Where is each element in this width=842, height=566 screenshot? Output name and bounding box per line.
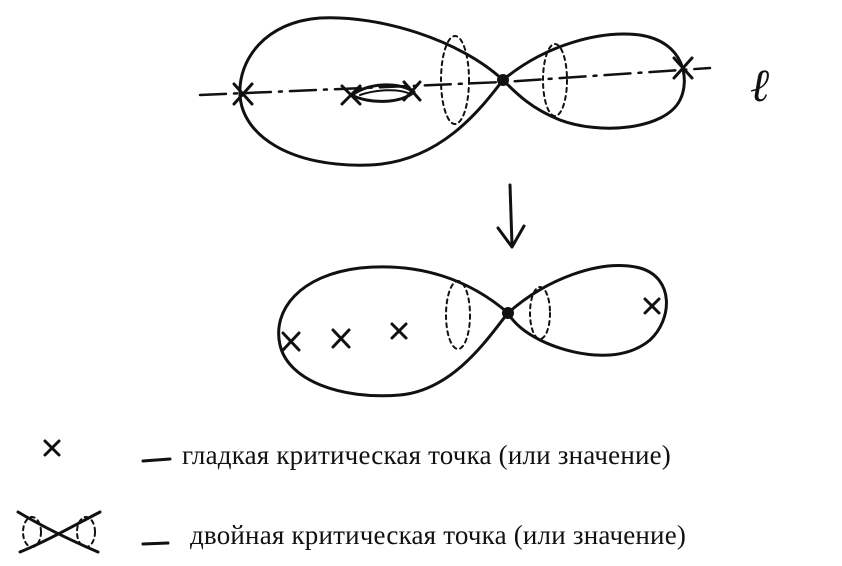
legend-double-dash xyxy=(141,541,170,546)
top-cross-lens-right xyxy=(402,80,422,102)
bottom-cross-4 xyxy=(643,297,661,315)
top-cross-lens-left xyxy=(340,84,362,106)
top-dotted-ellipse-left xyxy=(440,35,470,125)
legend-double-text: двойная критическая точка (или значение) xyxy=(190,520,687,550)
top-left-lobe xyxy=(238,16,505,167)
legend-smooth-dash xyxy=(141,457,172,463)
top-right-lobe xyxy=(501,32,686,130)
top-lens-inner xyxy=(359,89,409,96)
bottom-cross-2 xyxy=(331,328,351,349)
bottom-cross-3 xyxy=(390,322,408,340)
bottom-saddle-point xyxy=(502,307,514,319)
bottom-figure xyxy=(277,264,668,398)
top-dotted-ellipse-right xyxy=(542,43,568,117)
bottom-dotted-ellipse-left xyxy=(445,280,471,350)
legend-double-point-icon xyxy=(16,510,102,554)
top-cross-left xyxy=(232,82,254,106)
bottom-dotted-ellipse-right xyxy=(529,286,551,340)
legend-smooth-cross-icon xyxy=(43,439,61,457)
legend-smooth-text: гладкая критическая точка (или значение) xyxy=(182,440,671,470)
bottom-right-lobe xyxy=(506,264,668,357)
top-saddle-point xyxy=(497,74,509,86)
down-arrow-icon xyxy=(496,183,526,249)
bottom-cross-1 xyxy=(281,331,301,352)
line-l xyxy=(198,66,712,97)
top-cross-right xyxy=(672,56,694,80)
top-figure xyxy=(198,16,712,167)
line-l-label: ℓ xyxy=(750,58,770,112)
bottom-left-lobe xyxy=(277,265,510,398)
